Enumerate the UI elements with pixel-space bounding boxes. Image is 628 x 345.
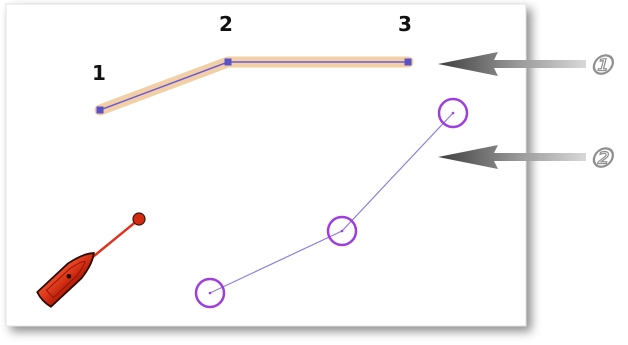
waypoint-label-2: 2 [219,12,233,36]
boat-icon[interactable] [36,246,100,308]
track-point-3[interactable] [437,97,469,129]
diagram-panel [5,3,527,327]
waypoint-marker-2[interactable] [224,58,232,66]
callout-label-2: ② [589,144,614,174]
route: 1 2 3 [92,12,414,116]
track [194,97,469,309]
pointer-arrow-icon [438,145,586,169]
track-point-1[interactable] [194,277,226,309]
waypoint-label-1: 1 [92,61,106,85]
track-point-2[interactable] [326,215,358,247]
callout-1: ① [438,50,615,82]
track-point-3-dot [451,111,455,115]
track-point-2-dot [340,229,344,233]
pointer-arrow-icon [438,52,586,76]
waypoint-label-3: 3 [398,12,412,36]
waypoint-marker-3[interactable] [404,58,412,66]
heading-target-icon[interactable] [132,212,146,226]
callout-label-1: ① [589,51,614,81]
waypoint-marker-1[interactable] [96,106,104,114]
track-point-1-dot [208,291,212,295]
boat-group [36,212,146,308]
callout-2: ② [438,143,615,175]
